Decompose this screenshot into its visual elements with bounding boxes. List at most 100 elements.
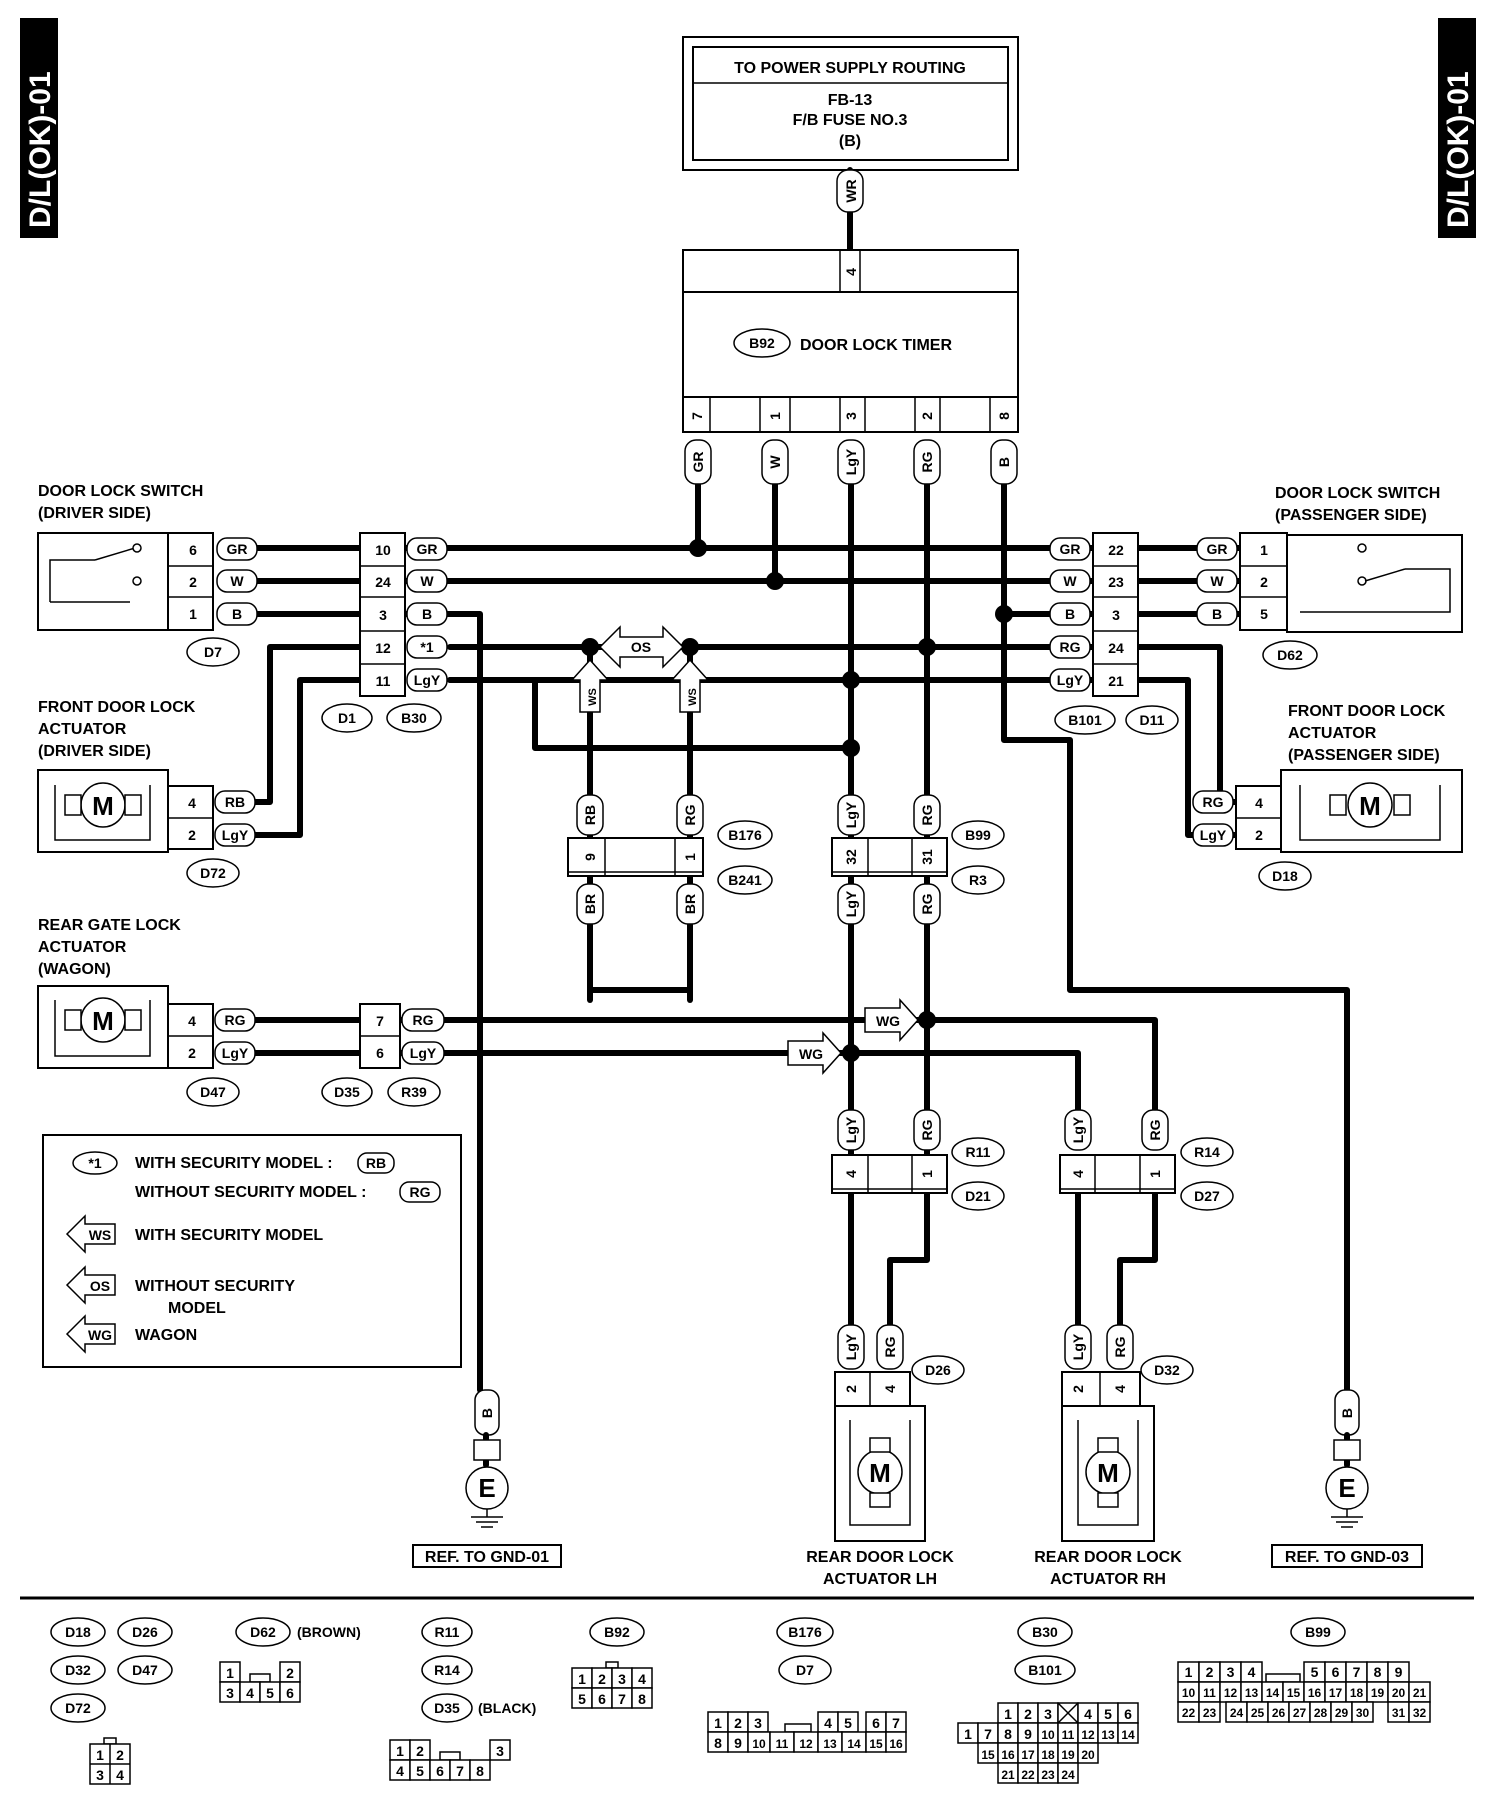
svg-text:19: 19 [1061, 1748, 1075, 1762]
svg-text:LgY: LgY [222, 1045, 249, 1061]
b99-pin-label: 26 [1272, 1706, 1286, 1720]
svg-text:W: W [1210, 573, 1224, 589]
svg-text:23: 23 [1108, 574, 1124, 590]
svg-text:1: 1 [1004, 1706, 1012, 1722]
svg-text:LgY: LgY [222, 827, 249, 843]
svg-text:6: 6 [1124, 1706, 1132, 1722]
door-lock-switch-passenger: DOOR LOCK SWITCH (PASSENGER SIDE) 1 2 5 … [1196, 485, 1463, 670]
b99-pin-label: 5 [1311, 1664, 1319, 1680]
svg-text:WITHOUT SECURITY: WITHOUT SECURITY [135, 1278, 295, 1295]
svg-text:B176: B176 [788, 1624, 822, 1640]
svg-text:8: 8 [476, 1763, 484, 1779]
svg-text:D32: D32 [1154, 1362, 1180, 1378]
svg-text:10: 10 [752, 1737, 766, 1751]
svg-text:1: 1 [189, 606, 197, 622]
svg-text:9: 9 [734, 1735, 742, 1751]
svg-text:B: B [232, 606, 242, 622]
svg-text:LgY: LgY [1057, 672, 1084, 688]
svg-text:4: 4 [1255, 795, 1263, 811]
svg-text:B: B [1065, 606, 1075, 622]
power-supply-routing-box: TO POWER SUPPLY ROUTING FB-13 F/B FUSE N… [682, 36, 1019, 171]
os-symbol: OS [598, 625, 685, 669]
svg-text:MODEL: MODEL [168, 1300, 226, 1317]
connector-r11-d21: LgY RG 4 1 R11 D21 [831, 1109, 1005, 1211]
connector-b101-d11: 22 23 3 24 21 GR W B RG LgY B101 D11 [1049, 532, 1179, 735]
connector-d1-b30: 10 24 3 12 11 GR W B *1 LgY D1 B30 [321, 532, 448, 733]
svg-text:3: 3 [843, 412, 859, 420]
svg-text:13: 13 [823, 1737, 837, 1751]
svg-text:B30: B30 [1032, 1624, 1058, 1640]
svg-text:7: 7 [984, 1726, 992, 1742]
svg-text:RB: RB [366, 1155, 386, 1171]
svg-text:10: 10 [375, 542, 391, 558]
svg-text:GR: GR [1060, 541, 1081, 557]
svg-text:16: 16 [1001, 1748, 1015, 1762]
svg-text:D47: D47 [200, 1084, 226, 1100]
svg-text:D21: D21 [965, 1188, 991, 1204]
svg-text:2: 2 [1070, 1385, 1086, 1393]
svg-text:1: 1 [919, 1170, 935, 1178]
svg-text:WR: WR [843, 179, 859, 202]
svg-text:WAGON: WAGON [135, 1327, 197, 1344]
svg-text:3: 3 [1112, 607, 1120, 623]
ws-arrow-left: WS [570, 658, 610, 713]
b99-pin-label: 23 [1203, 1706, 1217, 1720]
svg-text:D18: D18 [1272, 868, 1298, 884]
svg-text:D72: D72 [200, 865, 226, 881]
junction-dots [581, 539, 1013, 1062]
svg-text:(DRIVER SIDE): (DRIVER SIDE) [38, 743, 151, 760]
svg-text:12: 12 [799, 1737, 813, 1751]
svg-text:D62: D62 [1277, 647, 1303, 663]
svg-text:23: 23 [1041, 1768, 1055, 1782]
svg-text:3: 3 [496, 1743, 504, 1759]
svg-text:B176: B176 [728, 827, 762, 843]
b99-pin-label: 3 [1227, 1664, 1235, 1680]
svg-text:WG: WG [876, 1013, 900, 1029]
svg-text:2: 2 [734, 1715, 742, 1731]
svg-text:31: 31 [919, 849, 935, 865]
svg-text:BR: BR [682, 894, 698, 914]
svg-text:(PASSENGER SIDE): (PASSENGER SIDE) [1288, 747, 1440, 764]
front-door-lock-actuator-passenger: FRONT DOOR LOCK ACTUATOR (PASSENGER SIDE… [1192, 703, 1463, 891]
svg-text:GR: GR [417, 541, 438, 557]
svg-text:3: 3 [379, 607, 387, 623]
svg-text:2: 2 [1260, 574, 1268, 590]
svg-text:REF. TO GND-01: REF. TO GND-01 [425, 1549, 549, 1566]
ws-arrow-right: WS [670, 658, 710, 713]
wg-arrow-upper: WG [864, 998, 920, 1042]
svg-text:M: M [92, 1006, 114, 1036]
svg-text:B101: B101 [1068, 712, 1102, 728]
svg-text:D/L(OK)-01: D/L(OK)-01 [24, 71, 57, 228]
connector-b99-r3: LgY RG 32 31 LgY RG B99 R3 [831, 794, 1005, 925]
b99-pin-label: 13 [1245, 1686, 1259, 1700]
svg-text:B: B [1212, 606, 1222, 622]
ground-gnd-01: B E REF. TO GND-01 [412, 1389, 562, 1568]
b99-pin-label: 31 [1392, 1706, 1406, 1720]
svg-text:1: 1 [767, 412, 783, 420]
svg-text:4: 4 [246, 1685, 254, 1701]
svg-text:21: 21 [1001, 1768, 1015, 1782]
svg-text:D18: D18 [65, 1624, 91, 1640]
door-lock-timer: 4 B92 DOOR LOCK TIMER 7 1 3 2 8 [682, 249, 1019, 433]
svg-text:5: 5 [416, 1763, 424, 1779]
svg-text:ACTUATOR: ACTUATOR [38, 721, 127, 738]
svg-text:R3: R3 [969, 872, 987, 888]
svg-text:5: 5 [1104, 1706, 1112, 1722]
svg-text:2: 2 [188, 1045, 196, 1061]
svg-text:D7: D7 [796, 1662, 814, 1678]
wg-arrow-lower: WG [787, 1031, 843, 1075]
svg-text:LgY: LgY [843, 1116, 859, 1143]
svg-text:7: 7 [618, 1691, 626, 1707]
svg-text:D35: D35 [434, 1700, 460, 1716]
svg-text:B30: B30 [401, 710, 427, 726]
svg-text:RG: RG [1147, 1119, 1163, 1140]
b99-pin-label: 29 [1335, 1706, 1349, 1720]
svg-text:3: 3 [1044, 1706, 1052, 1722]
svg-text:ACTUATOR: ACTUATOR [38, 939, 127, 956]
svg-text:LgY: LgY [843, 890, 859, 917]
svg-text:RG: RG [410, 1184, 431, 1200]
svg-text:24: 24 [375, 574, 391, 590]
door-lock-switch-driver: DOOR LOCK SWITCH (DRIVER SIDE) 6 2 1 GR … [37, 483, 258, 667]
svg-text:6: 6 [286, 1685, 294, 1701]
